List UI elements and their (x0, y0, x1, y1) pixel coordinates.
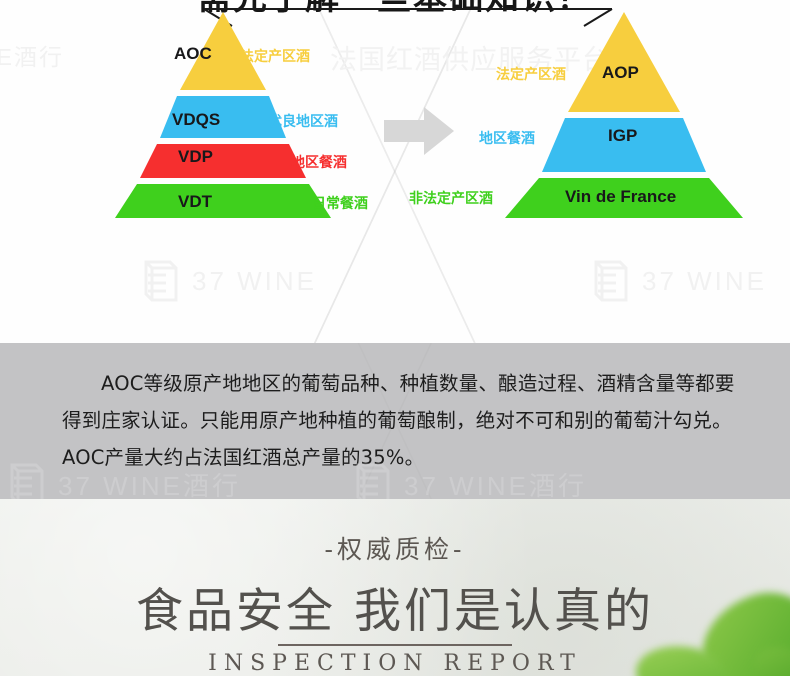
watermark-brand-label: 37 WINE (192, 265, 318, 296)
watermark-brand-left: 37 WINE (140, 258, 317, 304)
watermark-brand-label: 37 WINE (642, 265, 768, 296)
aoc-description-paragraph: AOC等级原产地地区的葡萄品种、种植数量、酿造过程、酒精含量等都要得到庄家认证。… (62, 372, 735, 469)
aoc-description-section: AOC等级原产地地区的葡萄品种、种植数量、酿造过程、酒精含量等都要得到庄家认证。… (0, 343, 790, 499)
37-wine-logo-mark-icon (144, 260, 178, 302)
annotation-igp-cn: 地区餐酒 (479, 131, 535, 147)
pyramid-tier-igp (542, 118, 706, 172)
new-classification-pyramid (505, 12, 743, 218)
annotation-vdqs-cn: 优良地区酒 (268, 114, 338, 130)
pyramid-tier-aop (568, 12, 680, 112)
pyramid-label-vdt: VDT (178, 192, 212, 211)
pyramid-label-vdqs: VDQS (172, 110, 221, 129)
pyramid-label-igp: IGP (608, 126, 638, 145)
pyramid-tier-aoc (180, 12, 266, 90)
annotation-aoc-cn: 法定产区酒 (240, 49, 310, 65)
pyramid-tier-vdt (115, 184, 331, 218)
aoc-description-body: AOC等级原产地地区的葡萄品种、种植数量、酿造过程、酒精含量等都要得到庄家认证。… (62, 365, 752, 476)
pyramid-tier-vdqs (160, 96, 286, 138)
watermark-left-partial: NE酒行 (0, 44, 64, 70)
annotation-vdp-cn: 地区餐酒 (291, 155, 347, 171)
pyramid-label-aoc: AOC (174, 44, 212, 63)
inspection-kicker: -权威质检- (324, 535, 466, 564)
pyramid-tier-vin-de-france (505, 178, 743, 218)
inspection-title: 食品安全 我们是认真的 (136, 584, 654, 639)
annotation-vdt-cn: 日常餐酒 (312, 196, 368, 212)
pyramid-tier-vdp (140, 144, 306, 178)
watermark-brand-right: 37 WINE (590, 258, 767, 304)
inspection-divider (278, 644, 512, 646)
old-classification-pyramid (115, 12, 331, 218)
inspection-subtitle: INSPECTION REPORT (208, 651, 582, 676)
pyramid-label-vdp: VDP (178, 147, 213, 166)
pyramid-label-vin-de-france: Vin de France (565, 187, 677, 206)
inspection-report-section: -权威质检- 食品安全 我们是认真的 INSPECTION REPORT (0, 499, 790, 676)
classification-diagram-section: 需先了解一些基础知识？ NE酒行 法国红酒供应服务平台 37 WINE (0, 0, 790, 343)
37-wine-logo-mark-icon (10, 463, 44, 499)
right-arrow-icon (384, 107, 454, 155)
annotation-vin-de-france-cn: 非法定产区酒 (409, 191, 493, 207)
annotation-aop-cn: 法定产区酒 (496, 67, 566, 83)
37-wine-logo-mark-icon (594, 260, 628, 302)
pyramid-label-aop: AOP (602, 63, 639, 82)
